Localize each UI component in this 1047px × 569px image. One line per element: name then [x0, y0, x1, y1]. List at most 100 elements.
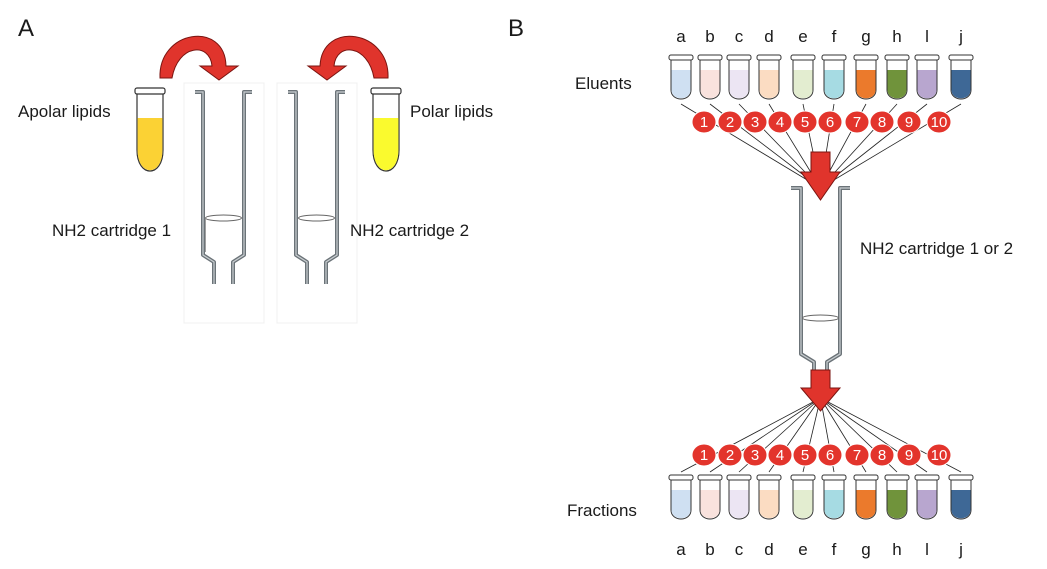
cartridge2-background: [276, 82, 358, 324]
fraction-letter-l: l: [925, 540, 929, 559]
fraction-badge-2: 2: [717, 443, 743, 467]
eluent-tube-e: [790, 54, 816, 100]
eluent-letter-b: b: [705, 27, 714, 46]
nh2-cartridge-1: [195, 90, 252, 284]
svg-text:4: 4: [776, 447, 784, 464]
svg-text:2: 2: [726, 447, 734, 464]
fraction-badge-5: 5: [792, 443, 818, 467]
svg-text:2: 2: [726, 114, 734, 131]
svg-text:7: 7: [853, 447, 861, 464]
svg-text:9: 9: [905, 447, 913, 464]
fraction-badge-6: 6: [817, 443, 843, 467]
svg-text:10: 10: [931, 447, 948, 464]
svg-text:1: 1: [700, 447, 708, 464]
eluent-letter-g: g: [861, 27, 870, 46]
svg-text:5: 5: [801, 114, 809, 131]
fraction-badge-9: 9: [896, 443, 922, 467]
eluents-label: Eluents: [575, 74, 632, 93]
fraction-letter-e: e: [798, 540, 807, 559]
eluent-badge-9: 9: [896, 110, 922, 134]
fraction-tube-c: [726, 474, 752, 520]
eluent-tube-a: [668, 54, 694, 100]
eluent-letter-j: j: [958, 27, 963, 46]
nh2-cartridge-2: [288, 90, 345, 284]
eluent-letter-l: l: [925, 27, 929, 46]
eluent-tube-j: [948, 54, 974, 100]
svg-text:10: 10: [931, 114, 948, 131]
svg-text:8: 8: [878, 447, 886, 464]
svg-text:3: 3: [751, 114, 759, 131]
nh2-cartridge-1-label: NH2 cartridge 1: [52, 221, 171, 240]
eluent-badge-4: 4: [767, 110, 793, 134]
svg-text:5: 5: [801, 447, 809, 464]
fraction-badge-4: 4: [767, 443, 793, 467]
eluent-badge-10: 10: [926, 110, 952, 134]
eluent-badge-8: 8: [869, 110, 895, 134]
svg-text:4: 4: [776, 114, 784, 131]
svg-text:3: 3: [751, 447, 759, 464]
fraction-letter-a: a: [676, 540, 686, 559]
eluent-tube-d: [756, 54, 782, 100]
fraction-letter-j: j: [958, 540, 963, 559]
fraction-badge-8: 8: [869, 443, 895, 467]
eluent-tube-h: [884, 54, 910, 100]
panel-b-letter: B: [508, 15, 524, 42]
eluent-tubes: [668, 54, 974, 100]
eluent-badge-1: 1: [691, 110, 717, 134]
eluent-letter-h: h: [892, 27, 901, 46]
fraction-badge-1: 1: [691, 443, 717, 467]
fraction-tube-b: [697, 474, 723, 520]
eluent-badge-6: 6: [817, 110, 843, 134]
eluent-tube-b: [697, 54, 723, 100]
fraction-tubes: [668, 474, 974, 520]
eluent-letter-a: a: [676, 27, 686, 46]
svg-text:6: 6: [826, 447, 834, 464]
svg-text:1: 1: [700, 114, 708, 131]
fraction-badge-3: 3: [742, 443, 768, 467]
eluent-badge-2: 2: [717, 110, 743, 134]
fraction-badge-10: 10: [926, 443, 952, 467]
fraction-letter-d: d: [764, 540, 773, 559]
fraction-tube-g: [853, 474, 879, 520]
eluent-tube-g: [853, 54, 879, 100]
fraction-tube-a: [668, 474, 694, 520]
eluent-tube-l: [914, 54, 940, 100]
eluent-badge-5: 5: [792, 110, 818, 134]
fraction-badge-7: 7: [844, 443, 870, 467]
svg-text:7: 7: [853, 114, 861, 131]
fraction-letter-b: b: [705, 540, 714, 559]
eluent-letter-c: c: [735, 27, 744, 46]
fraction-letter-c: c: [735, 540, 744, 559]
eluent-badge-3: 3: [742, 110, 768, 134]
transfer-arrow-apolar: [159, 35, 240, 81]
eluent-letter-d: d: [764, 27, 773, 46]
fraction-tube-e: [790, 474, 816, 520]
eluent-letter-e: e: [798, 27, 807, 46]
eluent-badge-7: 7: [844, 110, 870, 134]
fraction-letter-f: f: [832, 540, 837, 559]
transfer-arrow-polar: [306, 35, 389, 81]
fraction-tube-h: [884, 474, 910, 520]
polar-lipids-label: Polar lipids: [410, 102, 493, 121]
fraction-tube-f: [821, 474, 847, 520]
svg-text:6: 6: [826, 114, 834, 131]
polar-lipids-tube: [370, 87, 402, 172]
eluent-letter-f: f: [832, 27, 837, 46]
cartridge1-background: [183, 82, 265, 324]
apolar-lipids-label: Apolar lipids: [18, 102, 111, 121]
fractions-label: Fractions: [567, 501, 637, 520]
fraction-tube-j: [948, 474, 974, 520]
eluent-tube-c: [726, 54, 752, 100]
fraction-tube-d: [756, 474, 782, 520]
apolar-lipids-tube: [134, 87, 166, 172]
fraction-tube-l: [914, 474, 940, 520]
fraction-letter-h: h: [892, 540, 901, 559]
nh2-cartridge-b: [791, 186, 850, 384]
cartridge-1-or-2-label: NH2 cartridge 1 or 2: [860, 239, 1013, 258]
eluent-tube-f: [821, 54, 847, 100]
